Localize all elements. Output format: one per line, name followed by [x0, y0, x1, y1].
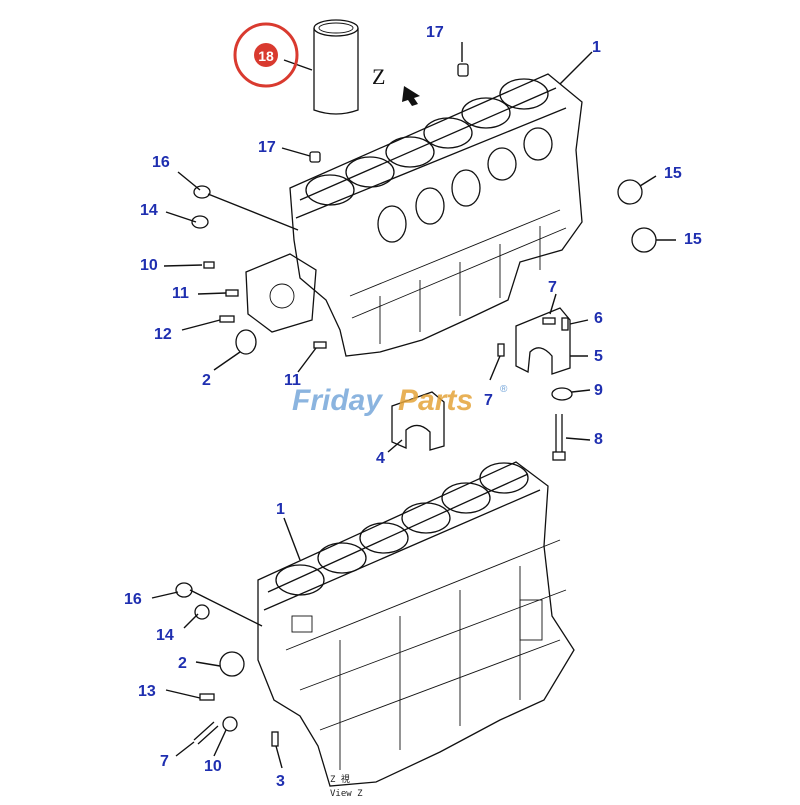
callout-14: 14 [156, 627, 174, 644]
bearing-cap-4 [391, 391, 445, 451]
watermark-right: Parts [398, 384, 473, 417]
callout-2: 2 [178, 655, 187, 672]
callout-16: 16 [124, 591, 142, 608]
callout-17: 17 [426, 24, 444, 41]
callout-10: 10 [140, 257, 158, 274]
callout-15: 15 [664, 165, 682, 182]
callout-1: 1 [276, 501, 285, 518]
view-caption-cjk: Z 視 [330, 773, 350, 785]
callout-6: 6 [594, 310, 603, 327]
watermark-left: Friday [292, 384, 383, 417]
callout-17: 17 [258, 139, 276, 156]
view-arrow-icon [402, 86, 420, 106]
watermark-mark: ® [500, 384, 508, 395]
callout-7: 7 [484, 392, 493, 409]
callout-3: 3 [276, 773, 285, 790]
callout-10: 10 [204, 758, 222, 775]
small-parts-top [191, 63, 657, 461]
view-letter: Z [372, 64, 385, 89]
callout-11: 11 [172, 285, 189, 302]
view-caption: View Z [330, 789, 363, 799]
callout-5: 5 [594, 348, 603, 365]
small-parts-bottom [175, 582, 279, 747]
engine-block-top [289, 73, 583, 357]
watermark: Friday Parts ® [292, 384, 508, 417]
callout-7: 7 [160, 753, 169, 770]
callout-16: 16 [152, 154, 170, 171]
callout-4: 4 [376, 450, 385, 467]
leader-lines-bottom [151, 517, 301, 769]
callout-12: 12 [154, 326, 172, 343]
rear-plate [245, 253, 317, 333]
bearing-cap-5 [515, 307, 571, 375]
callout-labels-top: 18 17 1 17 16 15 14 15 10 11 7 6 12 5 2 … [140, 24, 702, 467]
callout-14: 14 [140, 202, 158, 219]
cylinder-liner [313, 19, 359, 115]
callout-9: 9 [594, 382, 603, 399]
callout-1: 1 [592, 39, 601, 56]
leader-lines-top [163, 42, 676, 453]
callout-8: 8 [594, 431, 603, 448]
callout-15: 15 [684, 231, 702, 248]
engine-block-bottom [257, 461, 575, 787]
callout-labels-bottom: 1 16 14 2 13 7 10 3 [124, 501, 285, 790]
highlight-circle [233, 22, 299, 88]
callout-7: 7 [548, 279, 557, 296]
callout-2: 2 [202, 372, 211, 389]
callout-11: 11 [284, 372, 301, 389]
callout-18: 18 [258, 48, 274, 64]
callout-13: 13 [138, 683, 156, 700]
